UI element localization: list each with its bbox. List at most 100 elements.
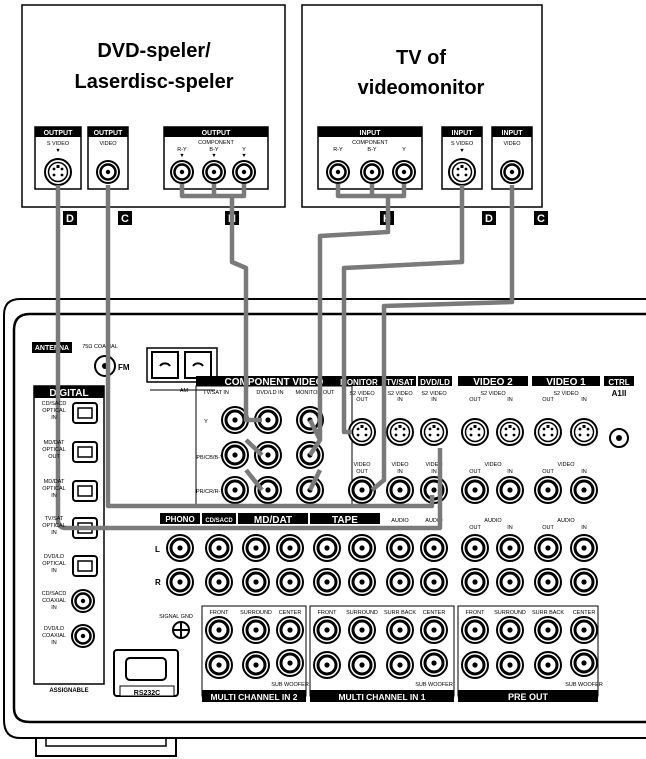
svg-text:IN: IN: [397, 397, 403, 403]
tv-title-line1: TV of: [396, 47, 446, 69]
svg-text:COMPONENT: COMPONENT: [198, 140, 234, 146]
svg-text:VIDEO: VIDEO: [99, 141, 117, 147]
svg-text:AM: AM: [180, 388, 189, 394]
svg-text:MONITOR OUT: MONITOR OUT: [295, 390, 335, 396]
svg-text:IN: IN: [581, 469, 587, 475]
svg-text:CENTER: CENTER: [279, 610, 302, 616]
svg-text:Y: Y: [242, 147, 246, 153]
svg-text:CENTER: CENTER: [423, 610, 446, 616]
svg-text:▼: ▼: [241, 153, 246, 159]
svg-text:SIGNAL GND: SIGNAL GND: [159, 614, 193, 620]
svg-text:R-Y: R-Y: [177, 147, 187, 153]
tv-title-line2: videomonitor: [358, 77, 485, 99]
svg-text:VIDEO: VIDEO: [425, 462, 443, 468]
svg-text:Y: Y: [204, 419, 208, 425]
dvd-svideo-output: OUTPUT S VIDEO ▼: [34, 126, 82, 190]
svg-text:IN: IN: [397, 469, 403, 475]
svg-text:S2 VIDEO: S2 VIDEO: [387, 391, 413, 397]
dvd-title-line1: DVD-speler/: [97, 40, 211, 62]
digital-panel: DIGITAL ASSIGNABLE: [33, 385, 105, 694]
receiver-outline: [3, 298, 646, 757]
svg-text:IN: IN: [431, 397, 437, 403]
svg-text:TAPE: TAPE: [332, 515, 358, 526]
svg-text:RS232C: RS232C: [134, 690, 160, 697]
svg-text:AUDIO: AUDIO: [484, 518, 502, 524]
svg-text:SURROUND: SURROUND: [494, 610, 526, 616]
cable-letter: D: [485, 213, 493, 225]
svg-text:S2 VIDEO: S2 VIDEO: [421, 391, 447, 397]
svg-text:CTRL: CTRL: [608, 378, 629, 387]
svg-text:VIDEO: VIDEO: [503, 141, 521, 147]
digital-input-label: IN: [51, 605, 57, 611]
svg-text:MULTI CHANNEL IN 2: MULTI CHANNEL IN 2: [210, 692, 297, 702]
cable-letter-tags: D C H H D C: [63, 211, 548, 225]
svg-text:FRONT: FRONT: [318, 610, 338, 616]
svg-text:SURR BACK: SURR BACK: [384, 610, 416, 616]
tv-component-input: INPUT COMPONENT R-Y B-Y Y: [317, 126, 423, 190]
svg-text:OUT: OUT: [542, 525, 554, 531]
dvd-title-line2: Laserdisc-speler: [75, 71, 234, 93]
svg-text:IN: IN: [507, 525, 513, 531]
svg-text:SURROUND: SURROUND: [346, 610, 378, 616]
svg-text:OUTPUT: OUTPUT: [44, 130, 74, 137]
cable-letter: C: [537, 213, 545, 225]
digital-input-label: DVD/LD: [44, 554, 64, 560]
svg-text:VIDEO: VIDEO: [391, 462, 409, 468]
svg-text:SUB WOOFER: SUB WOOFER: [415, 682, 453, 688]
svg-text:IN: IN: [431, 469, 437, 475]
svg-text:R-Y: R-Y: [333, 147, 343, 153]
svg-text:PHONO: PHONO: [165, 515, 194, 524]
svg-text:FRONT: FRONT: [210, 610, 230, 616]
digital-input-label: OPTICAL: [42, 408, 66, 414]
svg-text:DVD/LD IN: DVD/LD IN: [256, 390, 283, 396]
svg-text:S VIDEO: S VIDEO: [451, 141, 474, 147]
svg-text:INPUT: INPUT: [360, 130, 382, 137]
svg-text:OUT: OUT: [469, 525, 481, 531]
multichannel-section: FRONT SURROUND CENTER FRONT SURROUND SUR…: [201, 605, 603, 702]
cables: [55, 184, 515, 531]
digital-input-label: OPTICAL: [42, 523, 66, 529]
svg-text:IN: IN: [581, 397, 587, 403]
svg-text:B-Y: B-Y: [367, 147, 377, 153]
svg-text:OUT: OUT: [356, 469, 368, 475]
svg-text:OUT: OUT: [356, 397, 368, 403]
svg-text:MONITOR: MONITOR: [340, 378, 378, 387]
svg-text:ANTENNA: ANTENNA: [35, 345, 69, 352]
digital-input-label: IN: [51, 415, 57, 421]
svg-text:B-Y: B-Y: [209, 147, 219, 153]
digital-input-label: IN: [51, 530, 57, 536]
svg-text:▼: ▼: [179, 153, 184, 159]
svg-text:CD/SACD: CD/SACD: [205, 518, 233, 524]
digital-input-label: CD/SACD: [42, 401, 67, 407]
svg-text:VIDEO: VIDEO: [353, 462, 371, 468]
svg-text:OUT: OUT: [469, 397, 481, 403]
svg-text:MD/DAT: MD/DAT: [254, 515, 292, 526]
svg-text:OUT: OUT: [469, 469, 481, 475]
digital-input-label: IN: [51, 493, 57, 499]
svg-text:PR/CR/R-Y: PR/CR/R-Y: [196, 489, 224, 495]
svg-text:COMPONENT: COMPONENT: [352, 140, 388, 146]
svg-text:L: L: [155, 545, 160, 554]
svg-text:OUTPUT: OUTPUT: [202, 130, 232, 137]
signal-gnd-and-rs232: SIGNAL GND RS232C: [113, 614, 193, 697]
digital-input-label: CD/SACD: [42, 591, 67, 597]
svg-text:FRONT: FRONT: [466, 610, 486, 616]
svg-text:75Ω COAXIAL: 75Ω COAXIAL: [82, 344, 118, 350]
svg-text:Y: Y: [402, 147, 406, 153]
svg-text:VIDEO 2: VIDEO 2: [473, 377, 513, 388]
svg-text:IN: IN: [507, 469, 513, 475]
svg-text:SURR BACK: SURR BACK: [532, 610, 564, 616]
svg-text:OUT: OUT: [542, 469, 554, 475]
svg-text:▼: ▼: [211, 153, 216, 159]
svg-text:FM: FM: [118, 363, 130, 372]
component-video-panel: COMPONENT VIDEO TV/SAT IN DVD/LD IN MONI…: [195, 376, 353, 507]
cable-letter: C: [121, 213, 129, 225]
svg-text:VIDEO: VIDEO: [484, 462, 502, 468]
svg-text:S2 VIDEO: S2 VIDEO: [553, 391, 579, 397]
svg-text:A1II: A1II: [612, 389, 627, 398]
digital-input-label: OPTICAL: [42, 486, 66, 492]
svg-text:PRE OUT: PRE OUT: [508, 692, 549, 702]
svg-text:SUB WOOFER: SUB WOOFER: [271, 682, 309, 688]
tv-video-input: INPUT VIDEO: [491, 126, 533, 190]
